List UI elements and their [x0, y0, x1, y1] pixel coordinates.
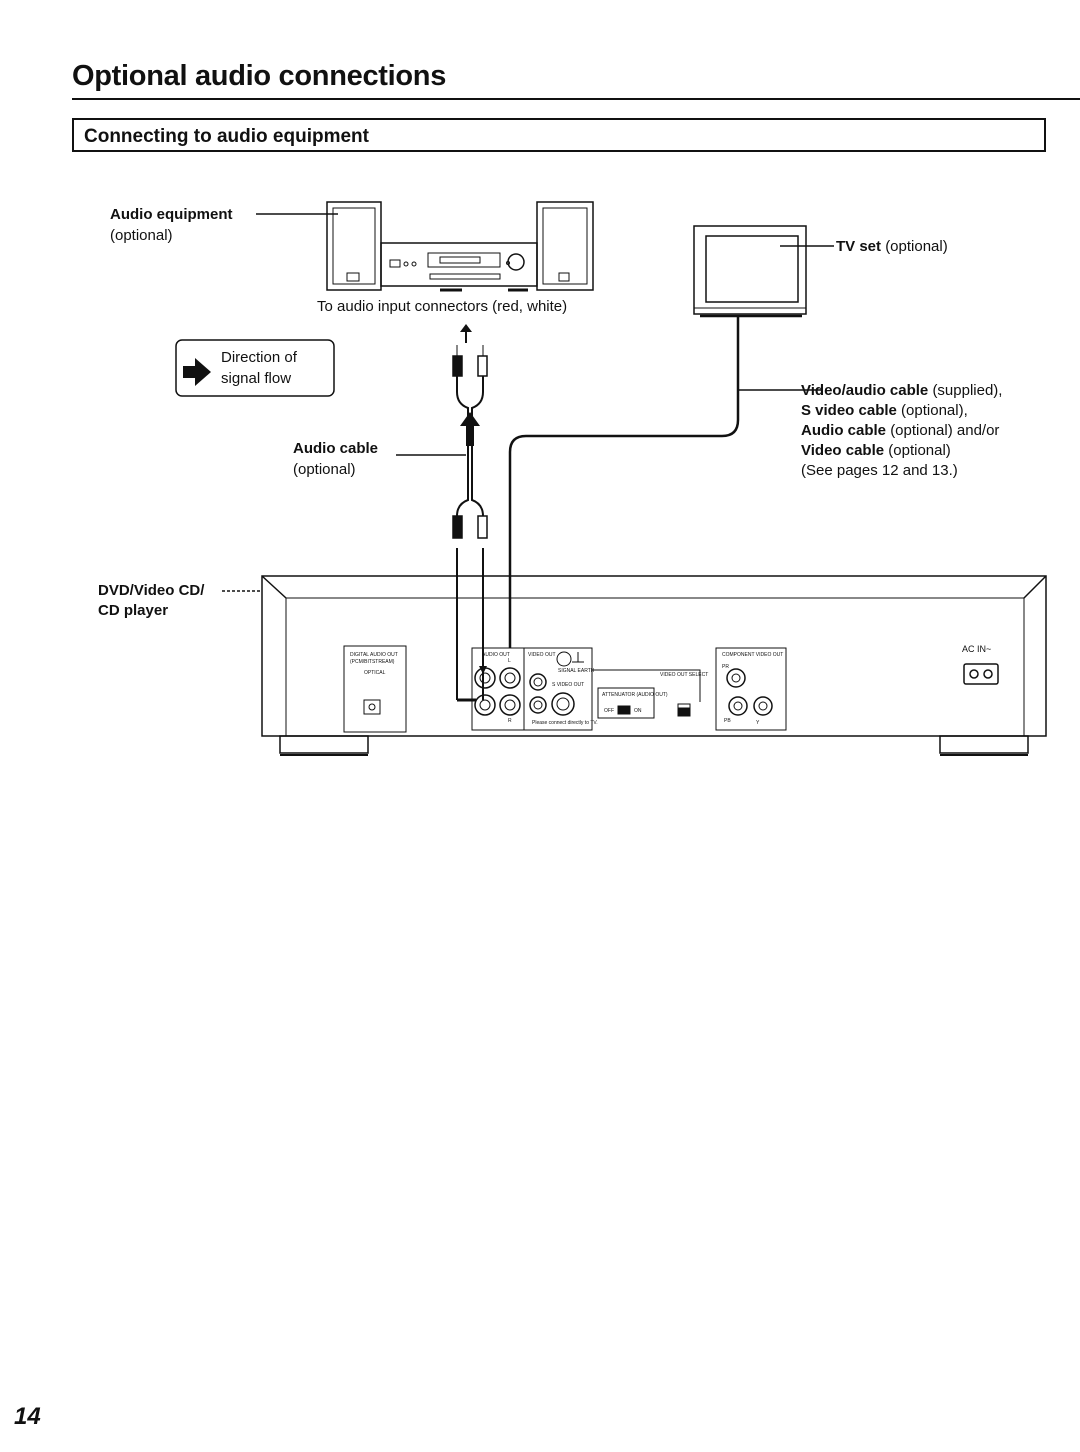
see-pages-label: (See pages 12 and 13.)	[801, 462, 958, 479]
panel-r: R	[508, 718, 512, 724]
panel-pb: PB	[724, 718, 731, 724]
audio-cable-note: (optional)	[293, 461, 356, 478]
ac-inlet-icon	[963, 663, 999, 685]
player-label-line1: DVD/Video CD/	[98, 582, 205, 599]
signal-flow-arrow-icon	[460, 412, 480, 446]
dvd-player-icon	[261, 575, 1047, 756]
digital-audio-out-block	[343, 645, 407, 733]
panel-pcm-bitstream: (PCM/BITSTREAM)	[350, 659, 395, 665]
cable-3-note: (optional) and/or	[890, 422, 1000, 439]
tv-set-note: (optional)	[885, 238, 948, 255]
audio-equipment-note: (optional)	[110, 227, 173, 244]
component-video-out-block	[715, 647, 787, 731]
cable-2-label: S video cable (optional),	[801, 401, 968, 421]
audio-out-block	[471, 647, 525, 731]
audio-cable-icon	[452, 345, 488, 700]
direction-legend-box	[175, 339, 335, 397]
cable-4-name: Video cable	[801, 442, 885, 459]
tv-icon	[693, 225, 807, 318]
panel-ac-in: AC IN~	[962, 644, 991, 654]
section-title: Connecting to audio equipment	[84, 126, 369, 147]
attenuator-block	[592, 669, 701, 719]
title-rule	[72, 98, 1080, 100]
cable-2-name: S video cable	[801, 402, 897, 419]
cable-3-name: Audio cable	[801, 422, 887, 439]
direction-label-line1: Direction of	[221, 349, 297, 366]
video-audio-cable	[508, 316, 740, 648]
panel-digital-audio-out: DIGITAL AUDIO OUT	[350, 652, 398, 658]
cable-4-label: Video cable (optional)	[801, 441, 951, 461]
direction-arrow-icon	[183, 358, 211, 386]
panel-s-video-out: S VIDEO OUT	[552, 682, 584, 688]
panel-off: OFF	[604, 708, 614, 714]
cable-4-note: (optional)	[888, 442, 951, 459]
panel-video-out: VIDEO OUT	[528, 652, 556, 658]
cable-3-label: Audio cable (optional) and/or	[801, 421, 999, 441]
panel-please-connect: Please connect directly to TV.	[532, 720, 598, 726]
player-label-line2: CD player	[98, 602, 169, 619]
panel-on: ON	[634, 708, 642, 714]
cable-1-name: Video/audio cable	[801, 382, 929, 399]
panel-l: L	[508, 658, 511, 664]
left-speaker-icon	[326, 201, 382, 291]
direction-label-line2: signal flow	[221, 370, 292, 387]
panel-y: Y	[756, 720, 760, 726]
panel-component-video-out: COMPONENT VIDEO OUT	[722, 652, 783, 658]
cable-1-note: (supplied),	[932, 382, 1003, 399]
audio-equipment-label: Audio equipment	[110, 206, 233, 223]
section-box	[72, 118, 1046, 152]
panel-optical: OPTICAL	[364, 670, 386, 676]
panel-pr: PR	[722, 664, 729, 670]
panel-video-out-select: VIDEO OUT SELECT	[660, 672, 708, 678]
receiver-icon	[380, 242, 538, 287]
page-title: Optional audio connections	[72, 60, 447, 92]
video-out-block	[523, 647, 593, 731]
page-number: 14	[14, 1403, 41, 1430]
panel-signal-earth: SIGNAL EARTH	[558, 668, 595, 674]
audio-input-label: To audio input connectors (red, white)	[317, 298, 568, 315]
panel-attenuator: ATTENUATOR (AUDIO OUT)	[602, 692, 668, 698]
up-arrow-icon	[460, 324, 472, 343]
right-speaker-icon	[536, 201, 594, 291]
audio-cable-label: Audio cable	[293, 440, 379, 457]
tv-set-name: TV set	[836, 238, 882, 255]
tv-set-label: TV set (optional)	[836, 237, 948, 257]
panel-audio-out: AUDIO OUT	[482, 652, 510, 658]
cable-2-note: (optional),	[901, 402, 968, 419]
cable-1-label: Video/audio cable (supplied),	[801, 381, 1002, 401]
